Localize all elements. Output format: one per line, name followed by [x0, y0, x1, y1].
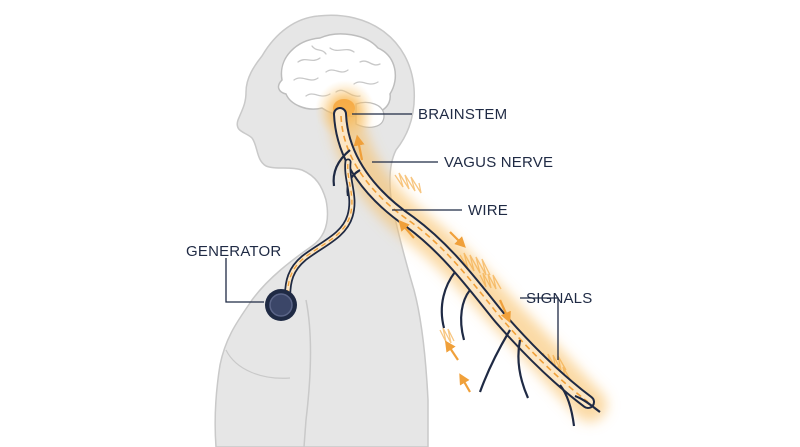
- leader-signals: [520, 297, 559, 360]
- signal-arrows: [353, 134, 511, 393]
- arrow-icon: [459, 373, 471, 393]
- leader-lines: [225, 113, 559, 360]
- leader-generator: [225, 258, 264, 303]
- vagus-nerve: [332, 107, 601, 427]
- arrow-icon: [353, 134, 365, 161]
- label-generator: GENERATOR: [186, 243, 281, 260]
- arrow-icon: [498, 299, 511, 324]
- chest-contour: [225, 349, 291, 379]
- label-brainstem: BRAINSTEM: [418, 106, 507, 123]
- label-wire: WIRE: [468, 202, 508, 219]
- label-signals: SIGNALS: [526, 290, 592, 307]
- arrow-icon: [449, 231, 466, 248]
- wire: [284, 158, 356, 308]
- labels: BRAINSTEM VAGUS NERVE WIRE GENERATOR SIG…: [186, 106, 592, 307]
- arm-contour: [303, 299, 312, 447]
- arrow-icon: [398, 219, 415, 239]
- arrow-icon: [444, 340, 459, 361]
- generator-device-icon: [265, 289, 297, 321]
- label-vagus-nerve: VAGUS NERVE: [444, 154, 553, 171]
